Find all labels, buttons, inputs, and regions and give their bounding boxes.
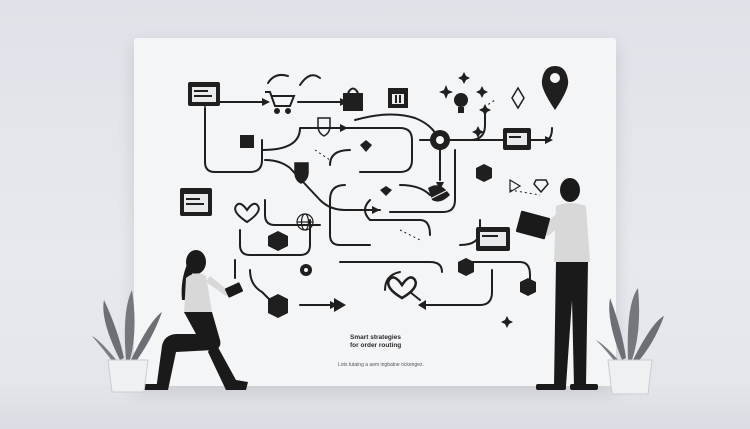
shopping-cart-icon <box>265 91 296 114</box>
dashed-lines <box>314 99 541 241</box>
box-icon <box>240 135 536 318</box>
plant-left <box>92 290 162 393</box>
leaf-icon <box>427 185 450 202</box>
globe-icon <box>296 213 314 231</box>
caption-subtext: Lots tutaing a aem ingbatne ockengez. <box>338 362 424 368</box>
caption-line-2: for order routing <box>350 342 402 349</box>
calendar-icon <box>388 88 408 108</box>
lightbulb-icon <box>454 93 468 113</box>
man-figure <box>515 178 598 390</box>
routing-paths <box>204 73 553 306</box>
sparkle-icon <box>439 72 513 328</box>
caption-line-1: Smart strategies <box>350 334 401 341</box>
shopping-bag-icon <box>343 87 363 111</box>
plant-right <box>596 288 664 395</box>
woman-figure <box>138 250 248 390</box>
play-icon <box>334 178 522 312</box>
shield-icon <box>294 117 331 184</box>
diamond-icon <box>511 86 549 194</box>
monitor-icon <box>188 82 220 106</box>
gear-icon <box>300 130 450 276</box>
map-pin-icon <box>541 66 569 110</box>
monitor-icon <box>180 128 531 251</box>
heart-icon <box>234 202 417 300</box>
